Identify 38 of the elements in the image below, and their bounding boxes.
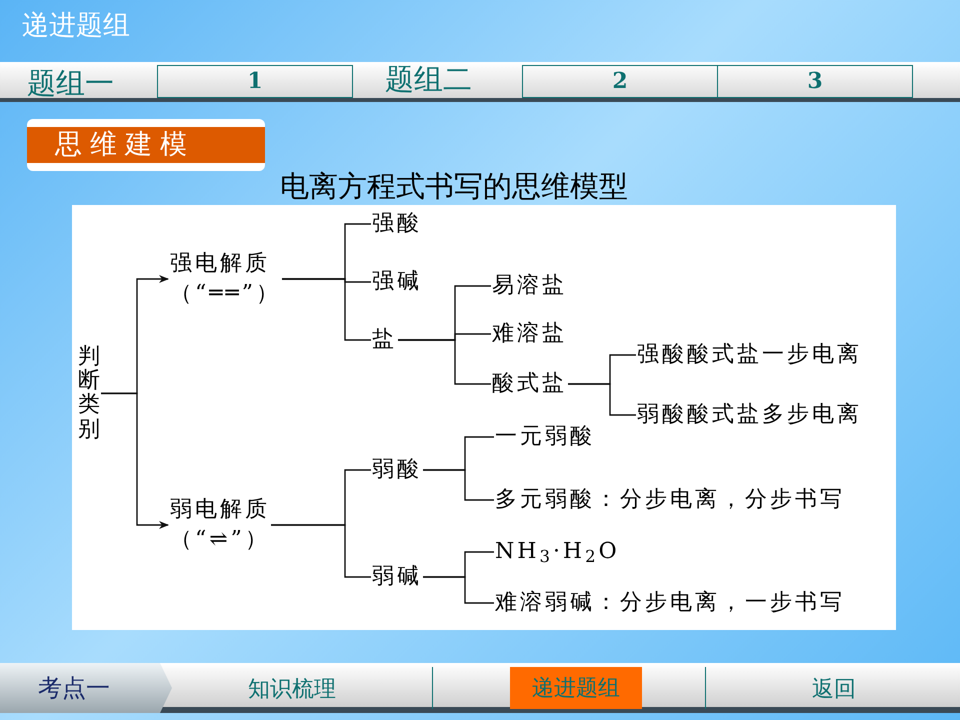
node-text: 弱电解质 <box>170 496 270 524</box>
arrow <box>101 392 169 529</box>
node-text: 难溶盐 <box>492 320 567 348</box>
tab-label: 题组二 <box>385 61 472 98</box>
node-text: 一元弱酸 <box>495 423 595 451</box>
tab-button: 2 <box>522 65 718 98</box>
page-heading: 递进题组 <box>22 9 130 43</box>
node-text: 多元弱酸：分步电离，分步书写 <box>495 486 845 514</box>
node-text: 弱酸 <box>372 456 422 484</box>
diagram-title: 电离方程式书写的思维模型 <box>280 168 628 204</box>
node-text: NH$_{3}$·H$_{2}$O <box>495 538 620 567</box>
nav-link: 返回 <box>812 676 856 704</box>
node-text: 强酸酸式盐一步电离 <box>637 341 862 369</box>
connector-line <box>398 339 491 385</box>
connector-line <box>282 278 371 341</box>
connector-line <box>271 524 371 578</box>
connector-line <box>423 576 494 604</box>
node-text: 弱碱 <box>372 563 422 591</box>
symbol-text: （“══”） <box>170 280 281 308</box>
node-text: 盐 <box>372 326 397 354</box>
node-text: 酸式盐 <box>492 370 567 398</box>
node-text: 强碱 <box>372 268 422 296</box>
section-badge: 思维建模 <box>27 119 265 171</box>
tab-button: 1 <box>157 65 353 98</box>
symbol-text: （“⇌”） <box>170 526 270 554</box>
connector-line <box>568 383 636 416</box>
node-text: 强酸 <box>372 210 422 238</box>
node-text: 强电解质 <box>170 250 270 278</box>
nav-link-active: 递进题组 <box>510 667 642 709</box>
node-text: 弱酸酸式盐多步电离 <box>637 401 862 429</box>
node-text: 难溶弱碱：分步电离，一步书写 <box>495 589 845 617</box>
node-text: 判断类别 <box>78 345 100 442</box>
nav-link: 知识梳理 <box>248 676 336 704</box>
tab-button: 3 <box>717 65 913 98</box>
connector-line <box>423 469 494 501</box>
node-text: 易溶盐 <box>492 272 567 300</box>
tab-label: 题组一 <box>27 65 114 102</box>
nav-tab: 考点一 <box>0 663 172 713</box>
